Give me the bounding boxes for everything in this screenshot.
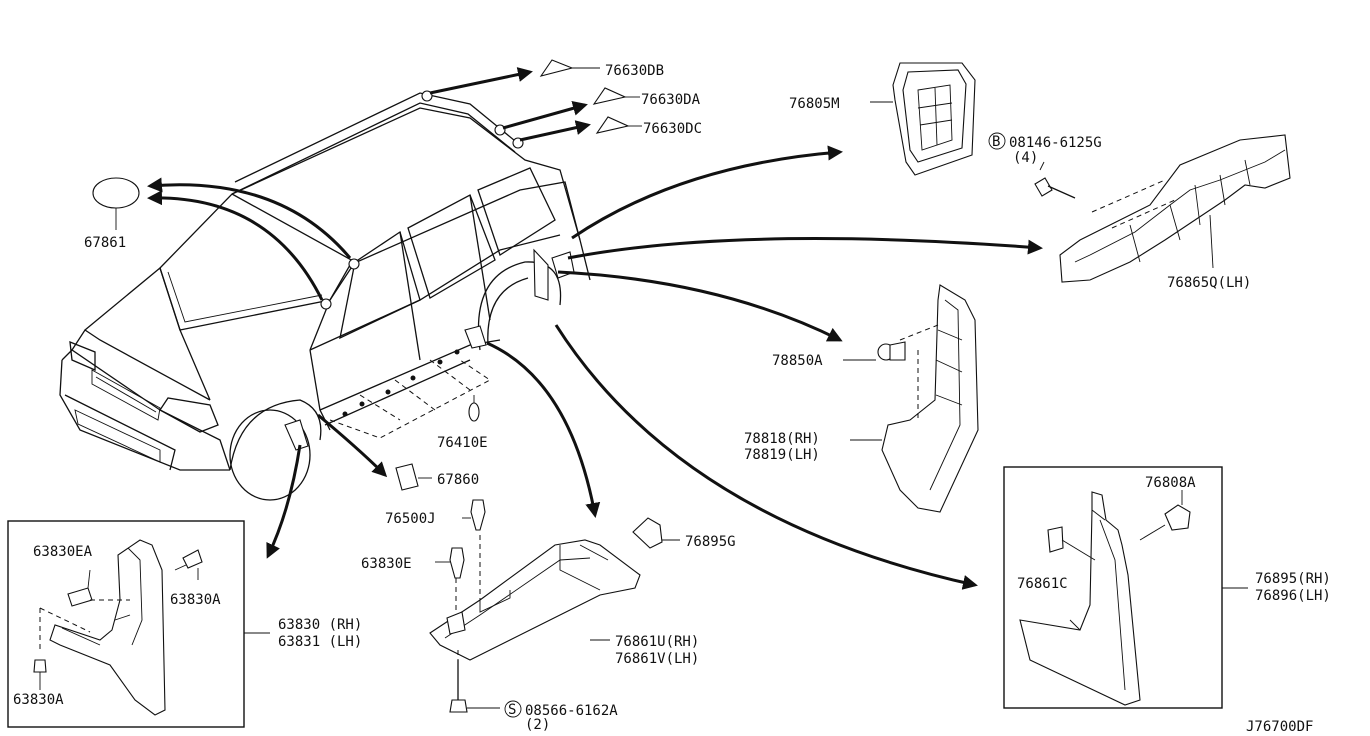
label-78819: 78819(LH) (744, 447, 820, 463)
label-76630DB: 76630DB (605, 63, 664, 79)
label-63830: 63830 (RH) (278, 617, 362, 633)
diagram-code: J76700DF (1246, 719, 1313, 735)
label-78850A: 78850A (772, 353, 823, 369)
vehicle-body (59, 90, 591, 501)
screw-marker-circle (504, 700, 522, 718)
label-08146-6125G: 08146-6125G (1009, 135, 1102, 151)
label-63830A-bottom: 63830A (13, 692, 64, 708)
roof-caps (539, 59, 642, 134)
screw-marker-s: S (508, 702, 516, 718)
label-67861: 67861 (84, 235, 126, 251)
label-63830E: 63830E (361, 556, 412, 572)
leader-arrows (147, 67, 1043, 590)
label-76896: 76896(LH) (1255, 588, 1331, 604)
label-76630DC: 76630DC (643, 121, 702, 137)
label-76895: 76895(RH) (1255, 571, 1331, 587)
emblem-67861 (92, 177, 140, 209)
part-labels: 76630DB 76630DA 76630DC 76805M 08146-612… (13, 63, 1331, 735)
cap-76630DC (595, 116, 630, 134)
cap-76630DA (592, 87, 627, 105)
label-63830EA: 63830EA (33, 544, 93, 560)
label-08566-qty: (2) (525, 717, 550, 733)
box-63830 (7, 520, 270, 728)
guard-76861U (429, 499, 680, 713)
label-76861V: 76861V(LH) (615, 651, 699, 667)
cap-76630DB (539, 59, 574, 77)
bolt-marker-b: B (992, 134, 1000, 150)
bracket-76865Q (1034, 134, 1291, 283)
label-76861U: 76861U(RH) (615, 634, 699, 650)
label-76861C: 76861C (1017, 576, 1068, 592)
label-67860: 67860 (437, 472, 479, 488)
label-76500J: 76500J (385, 511, 436, 527)
block-67860 (395, 463, 419, 491)
label-63831: 63831 (LH) (278, 634, 362, 650)
label-08566-6162A: 08566-6162A (525, 703, 618, 719)
vent-76805M (870, 62, 976, 176)
label-63830A-top: 63830A (170, 592, 221, 608)
protector-78818 (843, 284, 979, 513)
label-76865Q: 76865Q(LH) (1167, 275, 1251, 291)
label-76805M: 76805M (789, 96, 840, 112)
bolt-marker-circle (988, 132, 1006, 150)
label-76630DA: 76630DA (641, 92, 701, 108)
label-78818: 78818(RH) (744, 431, 820, 447)
label-76808A: 76808A (1145, 475, 1196, 491)
label-76410E: 76410E (437, 435, 488, 451)
label-08146-qty: (4) (1013, 150, 1038, 166)
box-76895 (1003, 466, 1248, 709)
label-76895G: 76895G (685, 534, 736, 550)
